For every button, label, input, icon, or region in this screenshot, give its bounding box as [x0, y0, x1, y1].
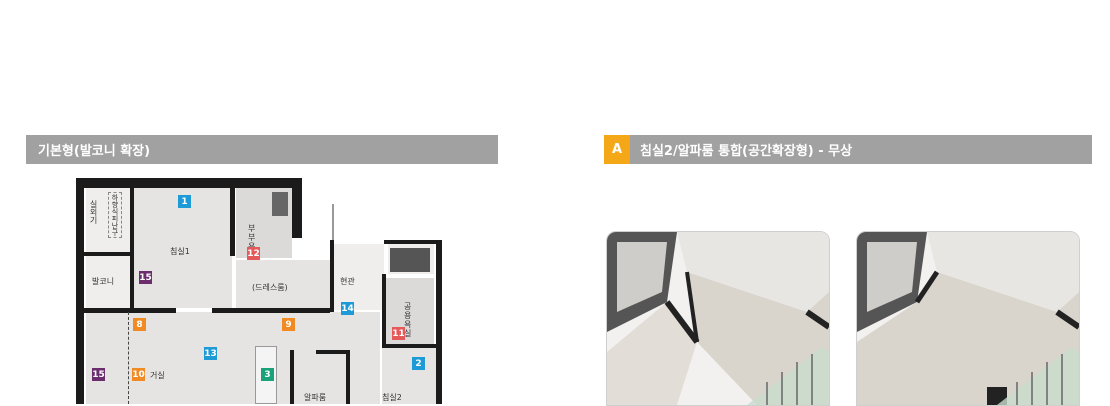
shaft [272, 192, 288, 216]
marker-15: 15 [92, 368, 105, 381]
living-floor [86, 312, 380, 404]
basic-type-title: 기본형(발코니 확장) [38, 144, 151, 159]
living-label: 거실 [150, 371, 165, 380]
balcony-label: 발코니 [92, 277, 115, 286]
wall [384, 240, 442, 244]
marker-8: 8 [133, 318, 146, 331]
wall [316, 350, 348, 354]
marker-13: 13 [204, 347, 217, 360]
marker-14: 14 [341, 302, 354, 315]
wall [84, 308, 176, 313]
option-a-badge: A [604, 135, 630, 164]
balcony-floor [86, 256, 130, 308]
marker-10: 10 [132, 368, 145, 381]
option-a-render-after [856, 231, 1080, 406]
dressroom-floor [236, 260, 332, 308]
room-render-image [607, 232, 829, 405]
wall [436, 240, 442, 404]
wall [382, 274, 386, 344]
shoe-cabinet [390, 248, 430, 272]
marker-11: 11 [392, 327, 405, 340]
alpha-room-label: 알파룸 [304, 393, 327, 402]
marker-2: 2 [412, 357, 425, 370]
wall [330, 240, 334, 312]
bedroom2-floor [382, 348, 436, 404]
wall [292, 178, 302, 238]
floor-plan: 실외기 하향식피난구 침실1 발코니 (드레스룸) 현관 부부욕실 공용욕실 거… [76, 178, 442, 404]
wall [382, 344, 436, 348]
bedroom1-label: 침실1 [170, 247, 190, 256]
wall [76, 178, 84, 404]
wall [230, 188, 235, 256]
option-a-title: 침실2/알파룸 통합(공간확장형) - 무상 [640, 144, 853, 159]
wall [346, 350, 350, 404]
marker-12: 12 [247, 247, 260, 260]
bedroom1-floor [132, 188, 232, 308]
wall [130, 188, 134, 308]
common-bath-label: 공용욕실 [404, 302, 412, 338]
outdoor-unit-label: 실외기 [89, 200, 98, 224]
cabinet-label: 하향식피난구 [108, 192, 122, 238]
entrance-label: 현관 [340, 277, 355, 286]
wall [290, 350, 294, 404]
room-render-image [857, 232, 1079, 405]
dressroom-label: (드레스룸) [252, 283, 288, 292]
marker-3: 3 [261, 368, 274, 381]
door-frame [332, 204, 334, 240]
wall [212, 308, 330, 313]
option-a-render-before [606, 231, 830, 406]
basic-type-header: 기본형(발코니 확장) [26, 135, 498, 164]
expansion-line [128, 312, 129, 404]
bedroom2-label: 침실2 [382, 393, 402, 402]
marker-9: 9 [282, 318, 295, 331]
marker-15: 15 [139, 271, 152, 284]
marker-1: 1 [178, 195, 191, 208]
wall [76, 178, 302, 188]
wall [84, 252, 130, 256]
entrance-floor [334, 244, 384, 310]
option-a-header: A 침실2/알파룸 통합(공간확장형) - 무상 [604, 135, 1092, 164]
